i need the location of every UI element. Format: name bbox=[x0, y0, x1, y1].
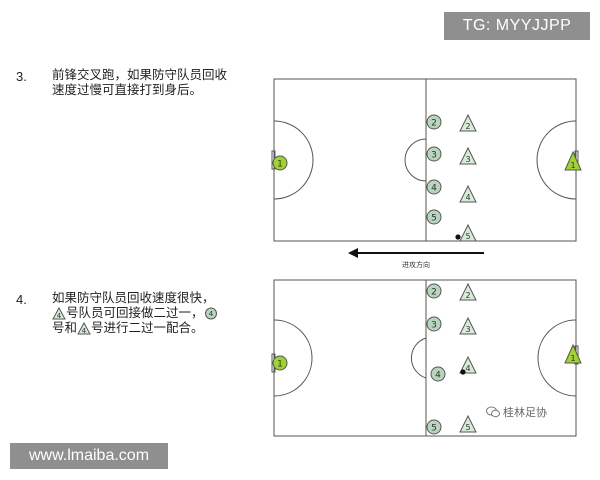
attack-direction-arrow bbox=[348, 248, 484, 258]
goalkeeper-left: 1 bbox=[272, 155, 288, 171]
goalkeeper-right: 1 bbox=[564, 343, 582, 364]
step-4-text-part-2: 号队员可回接做二过一， bbox=[66, 305, 204, 320]
svg-text:4: 4 bbox=[82, 327, 87, 335]
watermark-top: TG: MYYJJPP bbox=[444, 12, 590, 40]
ball bbox=[455, 234, 461, 240]
svg-text:3: 3 bbox=[465, 325, 470, 334]
svg-text:1: 1 bbox=[277, 360, 283, 370]
triangle-4-icon-2: 4 bbox=[77, 322, 91, 335]
credit: 桂林足协 bbox=[486, 404, 547, 420]
svg-text:1: 1 bbox=[570, 161, 575, 170]
defender-4: 4 bbox=[430, 366, 446, 382]
triangle-4-icon: 4 bbox=[52, 307, 66, 320]
watermark-bottom: www.lmaiba.com bbox=[10, 443, 168, 469]
step-3-description: 前锋交叉跑，如果防守队员回收速度过慢可直接打到身后。 bbox=[52, 67, 228, 97]
step-3-number: 3. bbox=[16, 69, 27, 84]
svg-text:3: 3 bbox=[465, 155, 470, 164]
attack-direction-label: 进攻方向 bbox=[402, 260, 430, 269]
svg-text:2: 2 bbox=[465, 122, 470, 131]
svg-text:5: 5 bbox=[465, 423, 470, 432]
svg-text:4: 4 bbox=[57, 312, 62, 320]
field-diagram-1: 1 1 2 3 4 5 2 3 4 5 进攻方向 bbox=[271, 78, 582, 269]
field-diagram-2: 1 1 2 3 4 5 2 3 4 5 bbox=[271, 279, 582, 437]
attacker-4: 4 bbox=[459, 355, 477, 374]
step-4-number: 4. bbox=[16, 292, 27, 307]
svg-text:2: 2 bbox=[431, 119, 437, 129]
svg-text:4: 4 bbox=[465, 193, 470, 202]
goalkeeper-left: 1 bbox=[272, 355, 288, 371]
attacker-5: 5 bbox=[459, 223, 477, 242]
svg-text:2: 2 bbox=[465, 291, 470, 300]
attacker-2: 2 bbox=[459, 282, 477, 301]
svg-text:4: 4 bbox=[208, 310, 213, 318]
defender-2: 2 bbox=[426, 114, 442, 130]
circle-4-icon: 4 bbox=[204, 307, 217, 320]
attacker-3: 3 bbox=[459, 316, 477, 335]
svg-text:5: 5 bbox=[431, 424, 437, 434]
defender-2: 2 bbox=[426, 283, 442, 299]
svg-text:1: 1 bbox=[570, 354, 575, 363]
defender-5: 5 bbox=[426, 419, 442, 435]
step-4-text-part-1: 如果防守队员回收速度很快， bbox=[52, 290, 215, 305]
svg-text:4: 4 bbox=[465, 364, 470, 373]
pitch-markings bbox=[271, 78, 579, 242]
attacker-3: 3 bbox=[459, 146, 477, 165]
svg-text:1: 1 bbox=[277, 160, 283, 170]
svg-text:3: 3 bbox=[431, 151, 437, 161]
svg-text:5: 5 bbox=[465, 232, 470, 241]
defender-3: 3 bbox=[426, 146, 442, 162]
attacker-5: 5 bbox=[459, 414, 477, 433]
defender-3: 3 bbox=[426, 316, 442, 332]
goalkeeper-right: 1 bbox=[564, 150, 582, 171]
attacker-4: 4 bbox=[459, 184, 477, 203]
svg-text:4: 4 bbox=[435, 371, 441, 381]
wechat-icon bbox=[486, 406, 500, 418]
credit-text: 桂林足协 bbox=[503, 406, 547, 419]
svg-text:2: 2 bbox=[431, 288, 437, 298]
defender-5: 5 bbox=[426, 209, 442, 225]
step-4-text-part-4: 号进行二过一配合。 bbox=[91, 320, 204, 335]
ball bbox=[460, 369, 466, 375]
svg-text:5: 5 bbox=[431, 214, 437, 224]
defender-4: 4 bbox=[426, 179, 442, 195]
svg-text:3: 3 bbox=[431, 321, 437, 331]
attacker-2: 2 bbox=[459, 113, 477, 132]
svg-text:4: 4 bbox=[431, 184, 437, 194]
step-4-text-part-3: 号和 bbox=[52, 320, 78, 335]
